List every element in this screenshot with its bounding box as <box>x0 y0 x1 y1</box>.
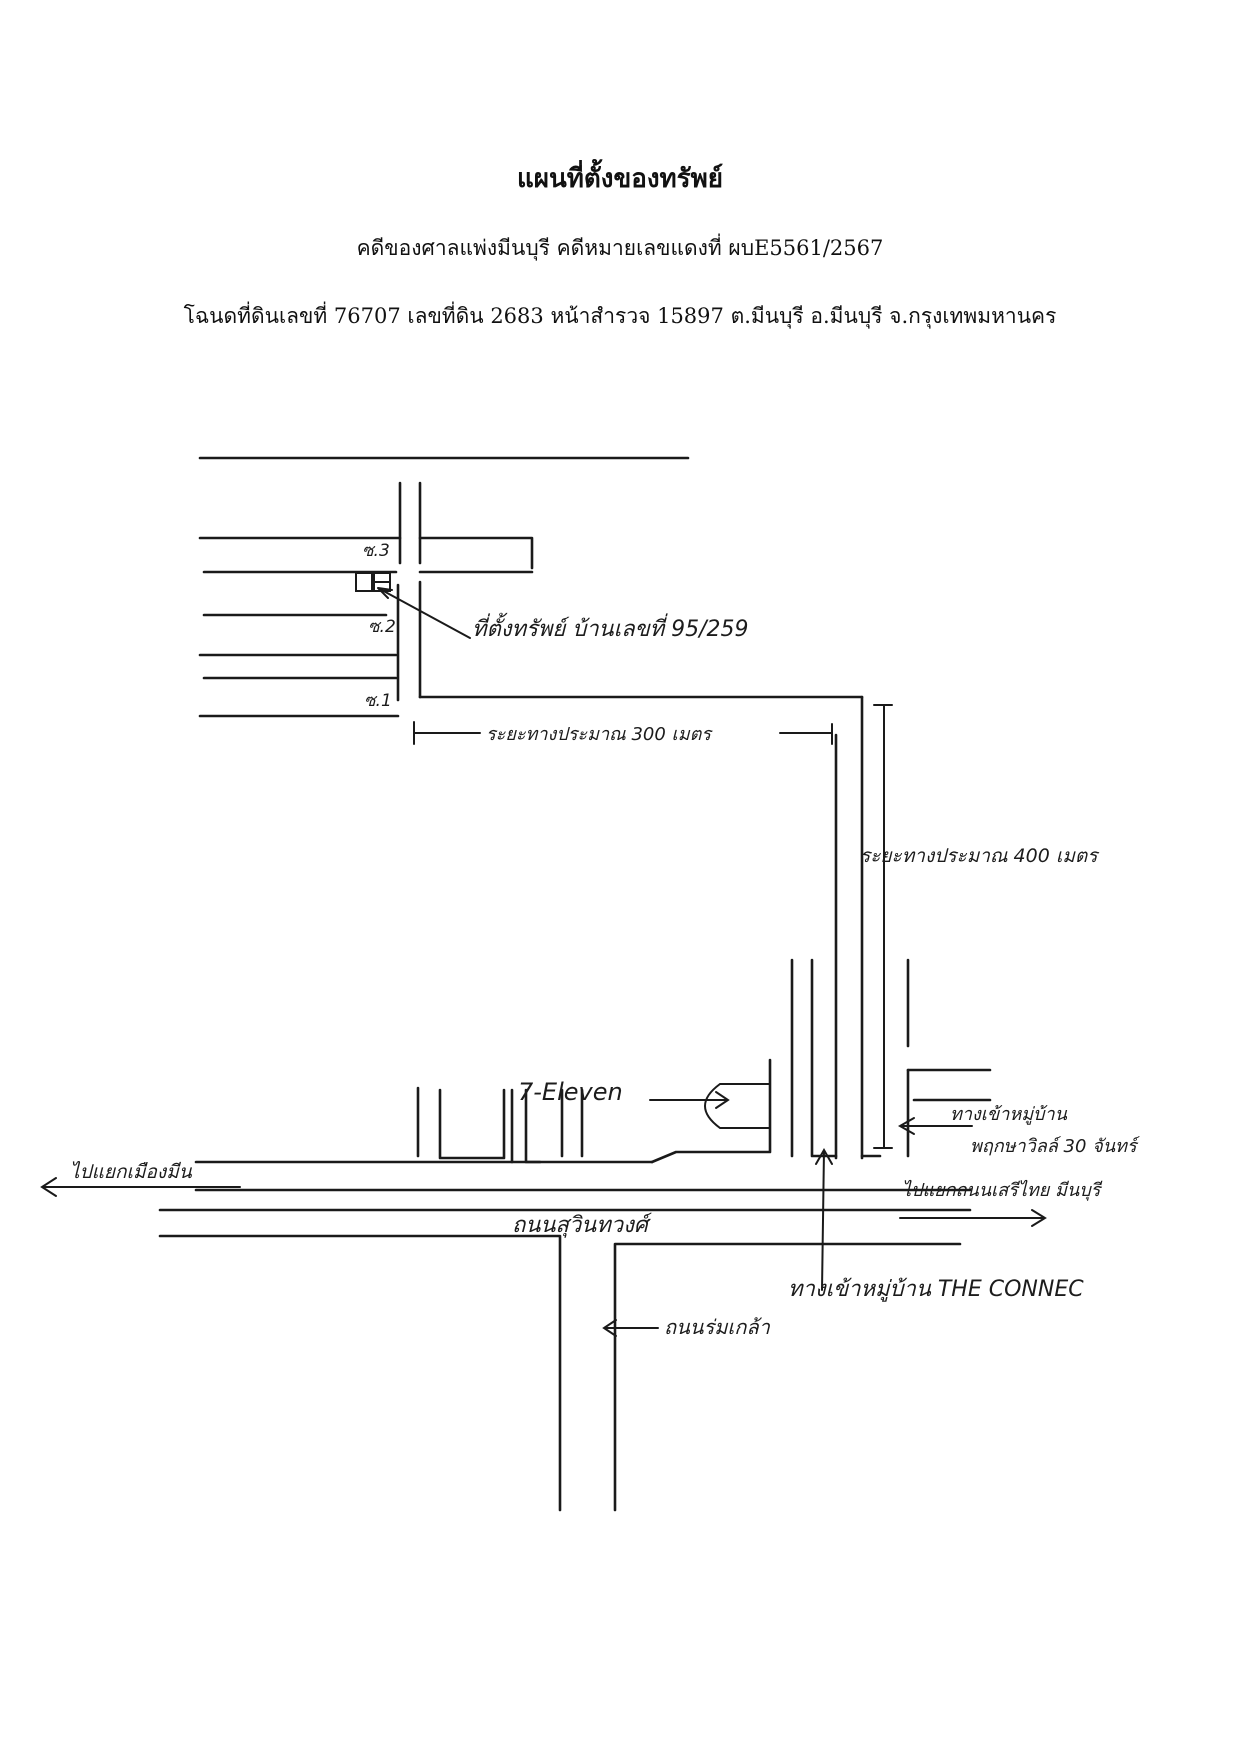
village-entrance-label-1: ทางเข้าหมู่บ้าน <box>950 1104 1068 1125</box>
to-left-arrow <box>40 1177 241 1197</box>
soi-grid <box>198 456 864 1160</box>
to-left-label: ไปแยกเมืองมีน <box>70 1160 193 1183</box>
property-pointer-arrow <box>377 587 471 639</box>
page-title: แผนที่ตั้งของทรัพย์ <box>516 164 724 194</box>
distance-300-dimension <box>413 721 833 745</box>
distance-400-dimension <box>873 704 893 1149</box>
distance-300-label: ระยะทางประมาณ 300 เมตร <box>486 724 713 745</box>
to-right-label: ไปแยกถนนเสรีไทย มีนบุรี <box>902 1179 1103 1201</box>
soi-2-label: ซ.2 <box>368 617 396 637</box>
soi-1-label: ซ.1 <box>364 691 392 711</box>
the-connec-arrow <box>815 1147 833 1291</box>
the-connec-label: ทางเข้าหมู่บ้าน THE CONNEC <box>788 1277 1084 1302</box>
to-right-arrow <box>899 1209 1047 1227</box>
title-deed-line: โฉนดที่ดินเลขที่ 76707 เลขที่ดิน 2683 หน… <box>183 304 1057 328</box>
seven-eleven-driveway <box>704 1083 771 1129</box>
property-label: ที่ตั้งทรัพย์ บ้านเลขที่ 95/259 <box>472 612 749 642</box>
village-entrance-label-2: พฤกษาวิลล์ 30 จันทร์ <box>970 1136 1141 1157</box>
side-road-arrow <box>602 1319 659 1337</box>
side-road-label: ถนนร่มเกล้า <box>664 1315 771 1339</box>
soi-3-label: ซ.3 <box>362 541 390 561</box>
seven-eleven-arrow <box>649 1091 730 1109</box>
village-entrance-arrow <box>897 1117 973 1135</box>
seven-eleven-label: 7-Eleven <box>518 1078 623 1106</box>
lower-roads <box>158 958 992 1512</box>
main-road-label: ถนนสุวินทวงศ์ <box>512 1212 653 1238</box>
case-number-line: คดีของศาลแพ่งมีนบุรี คดีหมายเลขแดงที่ ผบ… <box>356 236 884 260</box>
distance-400-label: ระยะทางประมาณ 400 เมตร <box>860 845 1100 867</box>
